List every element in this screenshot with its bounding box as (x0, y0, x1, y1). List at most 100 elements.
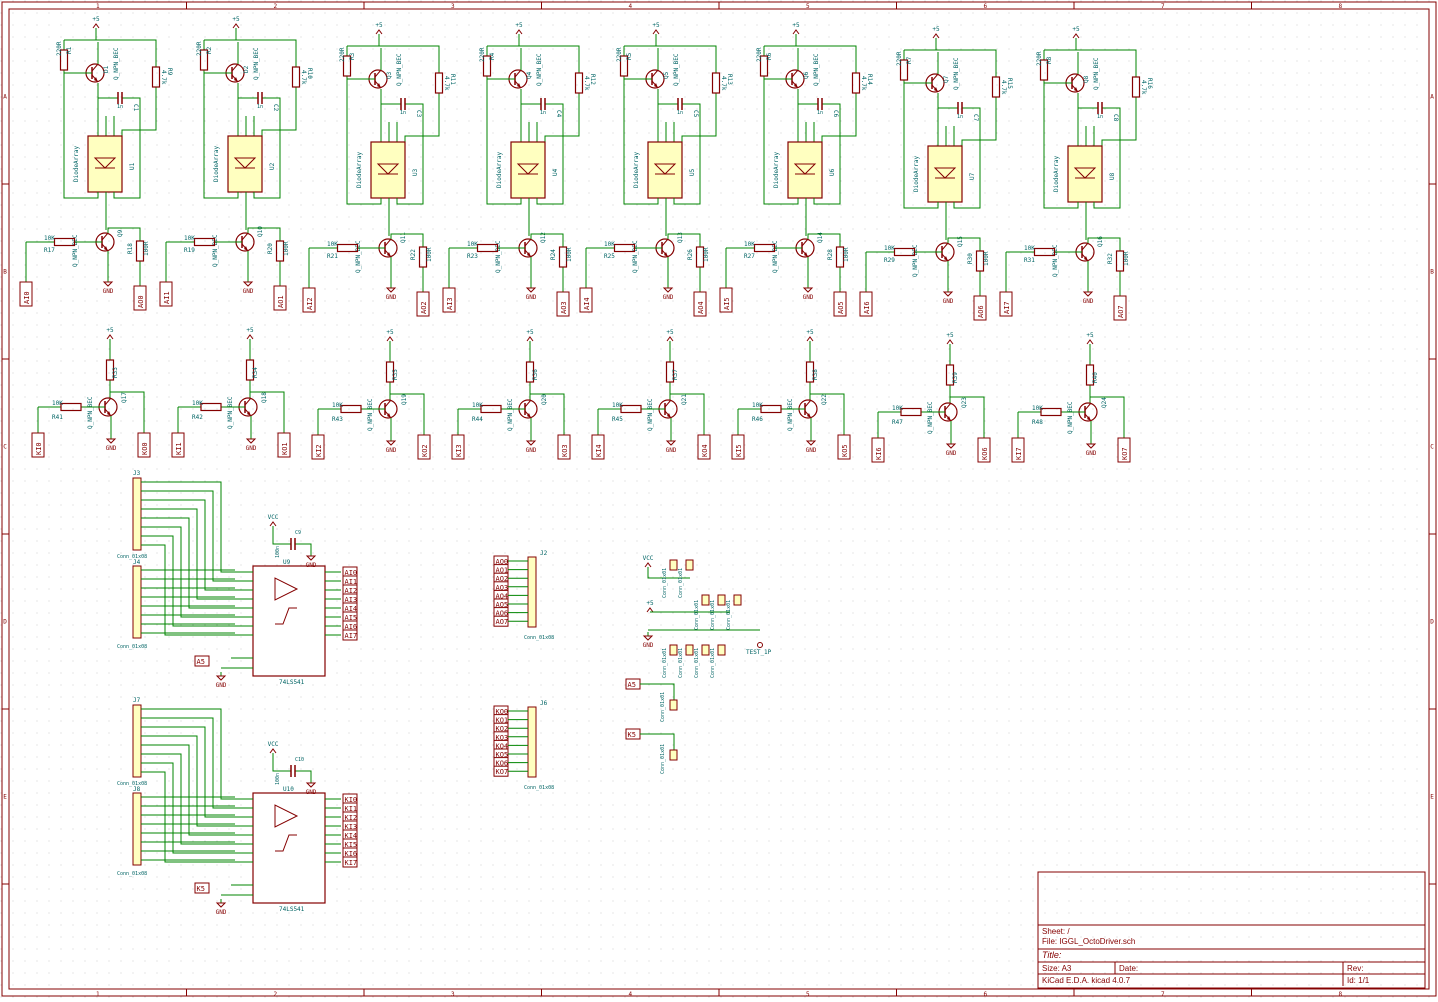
diode-array-block (1067, 145, 1103, 203)
wire (379, 45, 440, 64)
net-label: AI0 (23, 291, 31, 304)
net-label: AI1 (345, 578, 358, 586)
transistor-collector (374, 69, 382, 78)
wire (947, 237, 981, 243)
border-col-label: 4 (628, 991, 632, 998)
resistor-symbol (558, 246, 568, 268)
diode-triangle-icon (1073, 167, 1097, 179)
label-text: Q22 (821, 394, 828, 405)
emitter-arrow-icon (247, 411, 251, 416)
emitter-arrow-icon (387, 252, 391, 257)
wire (63, 80, 99, 199)
label-text: 10K (752, 402, 763, 409)
conn-value: Conn_01x08 (524, 785, 554, 791)
net-label-box (133, 285, 147, 311)
label-text: D1 (103, 65, 110, 73)
net-label: AI1 (163, 291, 171, 304)
wire (141, 762, 253, 854)
conn-value: Conn_01x08 (524, 635, 554, 641)
label-text: R13 (726, 74, 733, 85)
diode-triangle-icon (653, 163, 677, 175)
power-label: VCC (268, 741, 279, 748)
label-text: DiodeArray (73, 145, 80, 182)
ground-symbol-icon (215, 675, 227, 681)
ground-symbol-icon (945, 443, 957, 449)
label-text: Q10 (257, 226, 264, 237)
net-label: KO0 (496, 708, 509, 716)
label-text: Q17 (121, 392, 128, 403)
label-text: Q_NPN_BEC (813, 53, 820, 86)
label-text: R1 (66, 46, 73, 54)
tb-sheet: Sheet: / (1042, 927, 1070, 936)
label-text: 100R (843, 247, 850, 262)
label-text: R47 (892, 419, 903, 426)
resistor-symbol (275, 240, 285, 262)
wire (1090, 396, 1125, 438)
label-text: R45 (612, 416, 623, 423)
net-label: KI0 (345, 796, 358, 804)
label-text: 100R (566, 247, 573, 262)
wire (141, 517, 253, 609)
label-text: R5 (626, 52, 633, 60)
net-label: KO5 (496, 751, 509, 759)
label-text: 100R (426, 247, 433, 262)
label-text: Q23 (961, 397, 968, 408)
wire (536, 118, 564, 205)
resistor-symbol (200, 402, 222, 412)
net-label: KO3 (561, 444, 569, 457)
net-label: KI2 (315, 444, 323, 457)
single-pin-connector (669, 749, 678, 761)
resistor-symbol (135, 240, 145, 262)
ground-symbol-icon (1085, 443, 1097, 449)
label-text: R38 (812, 369, 819, 380)
label-text: Q_NPN_BEC (396, 53, 403, 86)
label-text: 220R (1036, 51, 1043, 66)
conn-value: Conn_01x01 (694, 648, 700, 678)
label-text: 10K (1032, 405, 1043, 412)
gnd-label: GND (216, 682, 227, 689)
net-label: KI2 (345, 814, 358, 822)
label-text: DiodeArray (913, 155, 920, 192)
ic-body (252, 792, 326, 904)
label-text: 100R (1123, 251, 1130, 266)
gnd-label: GND (246, 445, 257, 452)
label-text: 10K (604, 241, 615, 248)
diode-array-block (370, 141, 406, 199)
net-label: AO6 (496, 610, 509, 618)
net-label: KI7 (1015, 447, 1023, 460)
label-text: R22 (410, 249, 417, 260)
wire (690, 103, 701, 118)
resistor-symbol (975, 250, 985, 272)
net-label-box (273, 285, 287, 311)
label-text: 4.7k (443, 76, 450, 91)
gnd-label: GND (946, 450, 957, 457)
label-text: 10K (192, 400, 203, 407)
label-text: Q13 (677, 232, 684, 243)
gnd-label: GND (386, 447, 397, 454)
net-label-box (194, 882, 210, 894)
label-text: Q18 (261, 392, 268, 403)
label-text: R3 (349, 52, 356, 60)
single-pin-connector (669, 699, 678, 711)
label-text: C1 (132, 104, 139, 112)
power-label: +5 (526, 329, 534, 336)
label-text: R44 (472, 416, 483, 423)
label-text: R8 (1046, 56, 1053, 64)
label-text: 10K (892, 405, 903, 412)
net-label: KI1 (345, 805, 358, 813)
label-text: Q_NPN_BEC (953, 57, 960, 90)
net-label-box (277, 432, 291, 458)
emitter-arrow-icon (1084, 256, 1088, 261)
emitter-arrow-icon (94, 77, 98, 82)
resistor-symbol (480, 404, 502, 414)
resistor-symbol (434, 72, 444, 94)
net-label-box (697, 434, 711, 460)
border-col-label: 2 (273, 3, 277, 10)
net-label: KO7 (1121, 447, 1129, 460)
net-label-box (731, 434, 745, 460)
